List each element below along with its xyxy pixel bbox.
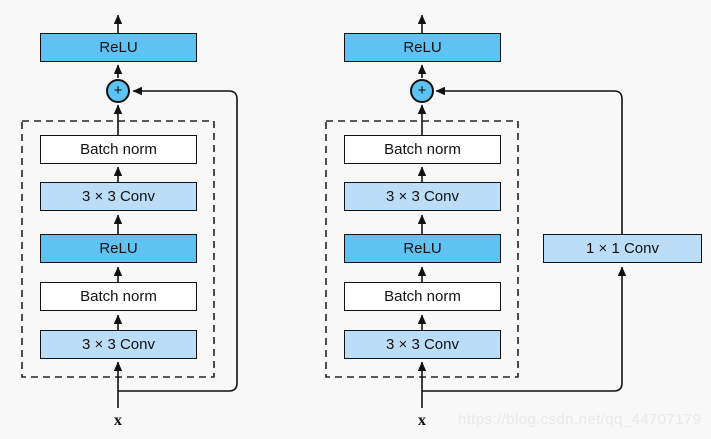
right-input-label: x (418, 412, 426, 429)
left-conv-box-top: 3 × 3 Conv (40, 182, 197, 211)
left-conv-box-bottom: 3 × 3 Conv (40, 330, 197, 359)
right-batchnorm-box-top: Batch norm (344, 135, 501, 164)
left-batchnorm-box-top: Batch norm (40, 135, 197, 164)
right-conv-box-top: 3 × 3 Conv (344, 182, 501, 211)
right-relu-box-inner: ReLU (344, 234, 501, 263)
left-add-junction: + (106, 79, 130, 103)
right-conv-box-bottom: 3 × 3 Conv (344, 330, 501, 359)
right-output-relu-box: ReLU (344, 33, 501, 62)
left-output-relu-box: ReLU (40, 33, 197, 62)
left-input-label: x (114, 412, 122, 429)
right-skip-conv-box: 1 × 1 Conv (543, 234, 702, 263)
csdn-watermark: https://blog.csdn.net/qq_44707179 (458, 411, 702, 428)
left-batchnorm-box-bottom: Batch norm (40, 282, 197, 311)
right-add-junction: + (410, 79, 434, 103)
right-batchnorm-box-bottom: Batch norm (344, 282, 501, 311)
left-relu-box-inner: ReLU (40, 234, 197, 263)
